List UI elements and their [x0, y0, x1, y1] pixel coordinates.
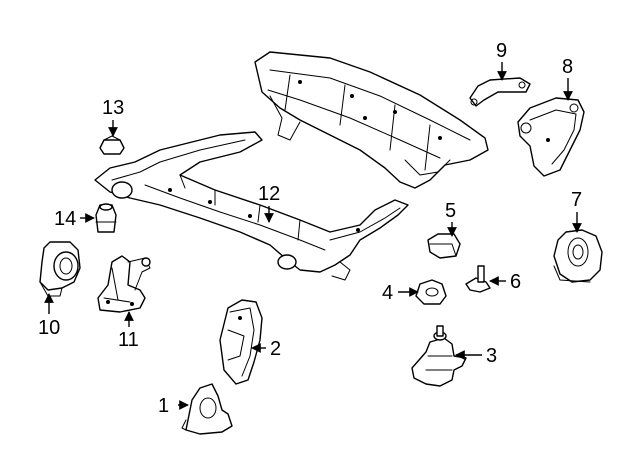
- callout-13: 13: [102, 97, 124, 119]
- part-7-mount: [553, 229, 603, 283]
- callout-labels: 1 2 3 4 5 6 7 8 9 10 11 12 13 14: [38, 40, 582, 417]
- part-1-mount: [181, 383, 233, 435]
- callout-6: 6: [510, 271, 521, 293]
- part-13-cap: [99, 135, 125, 155]
- part-3-mount: [411, 325, 467, 387]
- part-8-bracket: [517, 97, 585, 177]
- part-6-stud: [465, 265, 491, 293]
- callout-11: 11: [118, 329, 139, 351]
- upper-subframe: [254, 51, 489, 189]
- callout-leaders: [44, 62, 582, 410]
- part-4-mount: [415, 279, 447, 305]
- part-11-bracket: [97, 255, 151, 313]
- part-10-mount: [39, 241, 81, 297]
- part-5-bracket: [427, 233, 461, 259]
- callout-2: 2: [270, 338, 281, 360]
- part-9-strap: [469, 77, 531, 107]
- callout-5: 5: [445, 200, 456, 222]
- callout-10: 10: [38, 317, 60, 339]
- callout-14: 14: [54, 208, 76, 230]
- callout-3: 3: [486, 345, 497, 367]
- callout-1: 1: [158, 395, 169, 417]
- front-subframe: [94, 131, 409, 281]
- callout-4: 4: [382, 282, 393, 304]
- callout-9: 9: [496, 40, 507, 62]
- callout-12: 12: [258, 183, 280, 205]
- part-14-bushing: [95, 203, 117, 233]
- part-2-bracket: [219, 299, 263, 385]
- callout-8: 8: [562, 56, 573, 78]
- callout-7: 7: [571, 189, 582, 211]
